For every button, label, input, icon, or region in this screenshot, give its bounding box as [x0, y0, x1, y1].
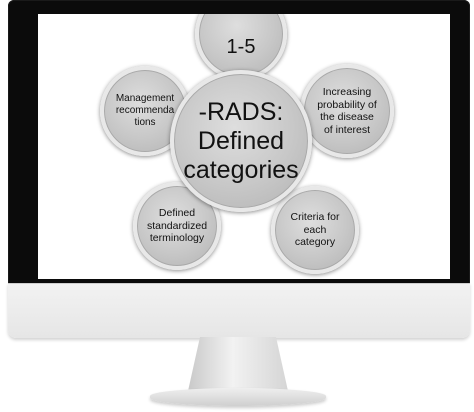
monitor-stand-base [150, 388, 326, 406]
monitor-stand-neck [188, 337, 288, 391]
probability-label: Increasing probability of the disease of… [317, 86, 377, 136]
monitor-chin [8, 283, 470, 338]
criteria-label: Criteria for each category [290, 211, 340, 249]
center-circle: -RADS: Defined categories [170, 70, 312, 212]
scale-label: 1-5 [226, 36, 256, 58]
terminology-label: Defined standardized terminology [146, 207, 208, 245]
monitor-screen: 1-5 Management recommenda tions Increasi… [38, 14, 450, 279]
management-label: Management recommenda tions [115, 93, 175, 128]
scale-circle: 1-5 [195, 14, 287, 80]
probability-circle: Increasing probability of the disease of… [300, 64, 394, 158]
criteria-circle: Criteria for each category [271, 186, 359, 274]
monitor-frame: 1-5 Management recommenda tions Increasi… [8, 0, 470, 298]
center-label: -RADS: Defined categories [183, 97, 299, 184]
